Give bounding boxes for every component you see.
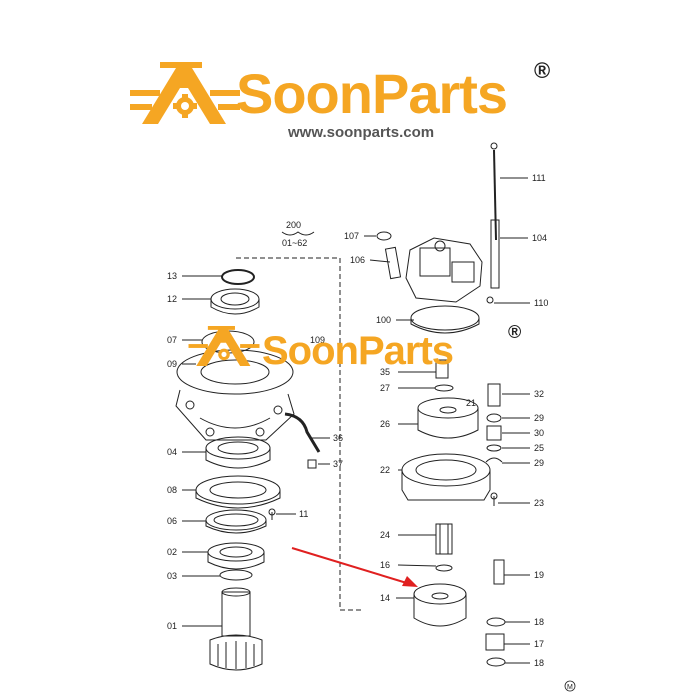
part-107-cap: [376, 231, 392, 241]
part-26-carrier: [417, 408, 479, 439]
part-09-housing: [175, 389, 295, 441]
label-100: 100: [376, 315, 391, 325]
label-07: 07: [167, 335, 177, 345]
label-32: 32: [534, 389, 544, 399]
label-17: 17: [534, 639, 544, 649]
part-106-fitting: [384, 246, 402, 280]
label-19: 19: [534, 570, 544, 580]
ref-brace: [281, 231, 315, 236]
label-21: 21: [466, 398, 476, 408]
label-18a: 18: [534, 617, 544, 627]
label-23: 23: [534, 498, 544, 508]
label-04: 04: [167, 447, 177, 457]
part-08-plate: [195, 490, 281, 509]
label-08: 08: [167, 485, 177, 495]
part-06-seal: [205, 520, 267, 534]
watermark-logo-icon: [188, 326, 260, 366]
label-24: 24: [380, 530, 390, 540]
label-06: 06: [167, 516, 177, 526]
corner-mark: M: [567, 684, 573, 691]
part-16-thrust-plate: [435, 564, 453, 572]
part-30-bearing: [486, 425, 502, 441]
label-09: 09: [167, 359, 177, 369]
label-30: 30: [534, 428, 544, 438]
label-16: 16: [380, 560, 390, 570]
label-22: 22: [380, 465, 390, 475]
part-25-washer: [486, 444, 502, 452]
part-35-shaft: [435, 359, 449, 379]
part-29-clip: [485, 457, 503, 463]
part-29-washer: [486, 413, 502, 423]
part-18-washer-b: [486, 657, 506, 667]
label-104: 104: [532, 233, 547, 243]
label-106: 106: [350, 255, 365, 265]
label-110: 110: [534, 298, 548, 308]
part-03-ring: [219, 569, 253, 581]
part-24-sun-gear: [435, 523, 453, 555]
part-19-pin: [493, 559, 505, 585]
part-100-motor: [405, 237, 483, 303]
part-17-gear: [485, 633, 505, 651]
label-109: 109: [310, 335, 325, 345]
label-26: 26: [380, 419, 390, 429]
label-111: 111: [532, 173, 546, 183]
part-37-plug: [307, 459, 317, 469]
brand-url: www.soonparts.com: [288, 124, 435, 141]
watermark-registered-mark: ®: [508, 322, 522, 342]
label-13: 13: [167, 271, 177, 281]
label-27: 27: [380, 383, 390, 393]
label-29a: 29: [534, 413, 544, 423]
label-11: 11: [299, 509, 308, 519]
part-14-carrier: [413, 594, 467, 627]
part-12-bearing: [210, 299, 260, 315]
part-22-ring-gear: [401, 470, 491, 501]
label-25: 25: [534, 443, 544, 453]
label-02: 02: [167, 547, 177, 557]
label-12: 12: [167, 294, 177, 304]
assembly-dashed-line: [236, 257, 362, 611]
part-36-pipe: [284, 412, 321, 453]
part-32-pin: [487, 383, 501, 407]
part-13-snap-ring: [221, 269, 255, 285]
label-03: 03: [167, 571, 177, 581]
label-18b: 18: [534, 658, 544, 668]
part-27-spacer: [434, 384, 454, 392]
part-02-bearing: [207, 552, 265, 570]
label-14: 14: [380, 593, 390, 603]
assembly-ref-range: 01~62: [282, 238, 307, 248]
part-01-shaft: [221, 591, 251, 637]
logo-icon: [130, 62, 240, 124]
label-36: 36: [333, 433, 343, 443]
registered-mark: ®: [534, 58, 551, 83]
part-04-bearing: [205, 448, 271, 469]
label-29b: 29: [534, 458, 544, 468]
part-104-pipe: [490, 219, 500, 289]
assembly-ref-number: 200: [286, 220, 301, 230]
brand-wordmark: SoonParts: [236, 62, 508, 125]
part-111-dipstick: [493, 149, 497, 241]
watermark-wordmark: SoonParts: [262, 329, 454, 373]
part-18-washer: [486, 617, 506, 627]
label-35: 35: [380, 367, 390, 377]
label-107: 107: [344, 231, 359, 241]
label-01: 01: [167, 621, 177, 631]
label-37: 37: [333, 459, 343, 469]
red-arrow-icon: [291, 547, 418, 587]
